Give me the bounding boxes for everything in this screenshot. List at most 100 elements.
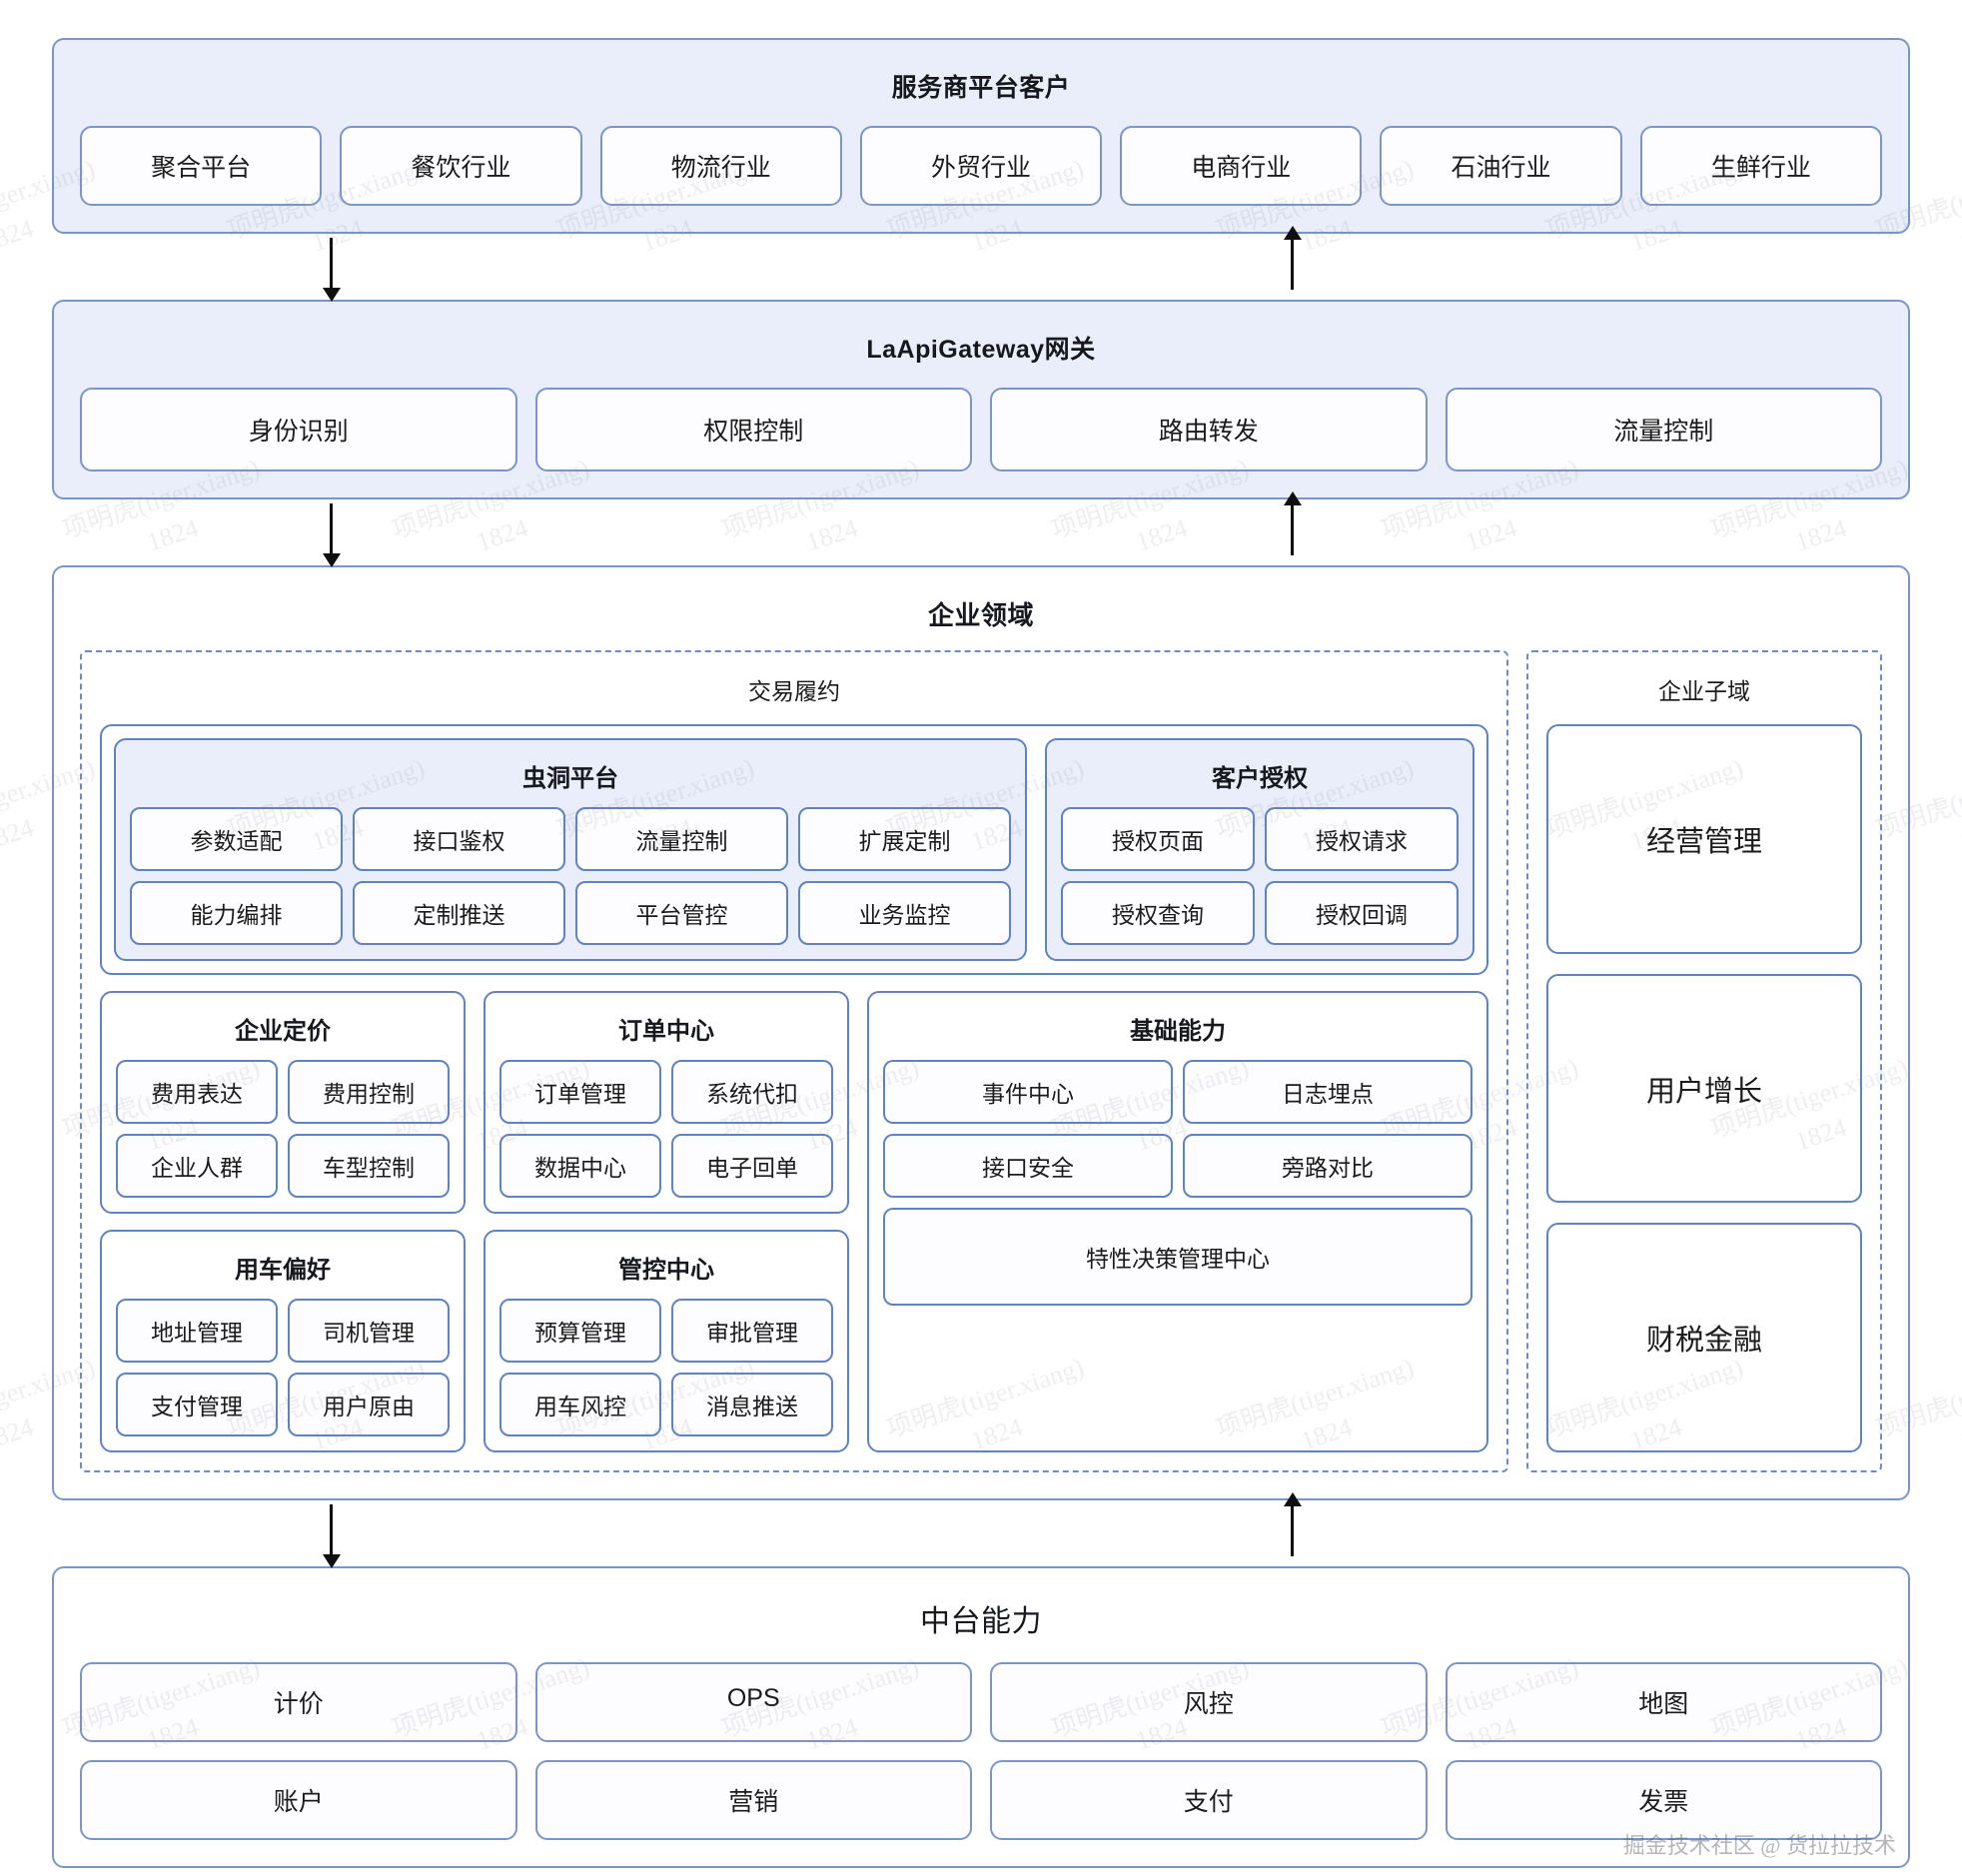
pricing-item-1[interactable]: 费用控制	[288, 1060, 450, 1124]
mid-platform-item-6[interactable]: 支付	[990, 1760, 1428, 1840]
preference-item-0[interactable]: 地址管理	[116, 1299, 278, 1363]
enterprise-domain-section: 企业领域 交易履约 虫洞平台 参数适配 接口鉴权 流量控制 扩展定制 能力编排	[52, 565, 1910, 1500]
customer-item-3[interactable]: 外贸行业	[859, 126, 1103, 206]
basic-item-2[interactable]: 接口安全	[883, 1134, 1173, 1198]
enterprise-pricing-grid: 费用表达 费用控制 企业人群 车型控制	[116, 1060, 450, 1198]
customer-auth-item-2[interactable]: 授权查询	[1061, 881, 1255, 945]
wormhole-platform-card: 虫洞平台 参数适配 接口鉴权 流量控制 扩展定制 能力编排 定制推送 平台管控 …	[114, 738, 1027, 961]
order-item-3[interactable]: 电子回单	[671, 1134, 833, 1198]
mid-platform-item-4[interactable]: 账户	[80, 1760, 517, 1840]
arrow-up-to-customers	[1291, 238, 1294, 290]
car-preference-grid: 地址管理 司机管理 支付管理 用户原由	[116, 1299, 450, 1436]
control-item-3[interactable]: 消息推送	[671, 1373, 833, 1436]
order-center-title: 订单中心	[618, 1018, 714, 1045]
arrow-down-to-midplatform	[330, 1504, 333, 1556]
connectors-customers-gateway	[52, 234, 1910, 300]
customer-item-6[interactable]: 生鲜行业	[1639, 126, 1882, 206]
basic-capability-grid: 事件中心 日志埋点 接口安全 旁路对比 特性决策管理中心	[883, 1060, 1472, 1306]
mid-platform-capability-section: 中台能力 计价 OPS 风控 地图 账户 营销 支付 发票	[52, 1566, 1910, 1868]
wormhole-item-2[interactable]: 流量控制	[575, 807, 788, 871]
sub-domain-item-1[interactable]: 用户增长	[1546, 973, 1862, 1204]
basic-item-0[interactable]: 事件中心	[883, 1060, 1173, 1124]
preference-item-3[interactable]: 用户原由	[288, 1373, 450, 1436]
sub-domain-item-2[interactable]: 财税金融	[1546, 1223, 1862, 1453]
arrow-down-to-domain	[330, 503, 333, 555]
arrow-up-to-domain-2	[1291, 1504, 1294, 1556]
wormhole-item-7[interactable]: 业务监控	[798, 881, 1011, 945]
customer-auth-item-3[interactable]: 授权回调	[1265, 881, 1459, 945]
gateway-item-0[interactable]: 身份识别	[80, 388, 517, 471]
sub-domain-list: 经营管理 用户增长 财税金融	[1546, 724, 1862, 1453]
preference-item-2[interactable]: 支付管理	[116, 1373, 278, 1436]
control-item-0[interactable]: 预算管理	[499, 1299, 661, 1363]
order-item-1[interactable]: 系统代扣	[671, 1060, 833, 1124]
wormhole-item-6[interactable]: 平台管控	[575, 881, 788, 945]
preference-item-1[interactable]: 司机管理	[288, 1299, 450, 1363]
gateway-title: LaApiGateway网关	[866, 336, 1096, 364]
api-gateway-section: LaApiGateway网关 身份识别 权限控制 路由转发 流量控制	[52, 300, 1910, 499]
mid-platform-item-2[interactable]: 风控	[990, 1662, 1428, 1742]
wormhole-platform-grid: 参数适配 接口鉴权 流量控制 扩展定制 能力编排 定制推送 平台管控 业务监控	[130, 807, 1011, 945]
customer-item-4[interactable]: 电商行业	[1120, 126, 1363, 206]
trade-fulfillment-group: 交易履约 虫洞平台 参数适配 接口鉴权 流量控制 扩展定制 能力编排 定制推送 …	[80, 650, 1508, 1472]
wormhole-item-4[interactable]: 能力编排	[130, 881, 343, 945]
gateway-item-3[interactable]: 流量控制	[1445, 388, 1882, 471]
wormhole-item-1[interactable]: 接口鉴权	[353, 807, 565, 871]
control-center-grid: 预算管理 审批管理 用车风控 消息推送	[499, 1299, 833, 1436]
customers-row: 聚合平台 餐饮行业 物流行业 外贸行业 电商行业 石油行业 生鲜行业	[80, 126, 1882, 206]
mid-platform-item-1[interactable]: OPS	[534, 1662, 972, 1742]
trade-fulfillment-title: 交易履约	[748, 678, 840, 704]
arrow-down-to-gateway	[330, 238, 333, 290]
gateway-item-1[interactable]: 权限控制	[534, 388, 972, 471]
feature-decision-center[interactable]: 特性决策管理中心	[883, 1208, 1472, 1306]
mid-platform-item-7[interactable]: 发票	[1445, 1760, 1882, 1840]
order-center-grid: 订单管理 系统代扣 数据中心 电子回单	[499, 1060, 833, 1198]
enterprise-sub-domain-group: 企业子域 经营管理 用户增长 财税金融	[1526, 650, 1882, 1472]
basic-item-3[interactable]: 旁路对比	[1183, 1134, 1472, 1198]
control-item-1[interactable]: 审批管理	[671, 1299, 833, 1363]
credit-watermark: 掘金技术社区 @ 货拉拉技术	[1622, 1833, 1896, 1858]
customer-auth-item-0[interactable]: 授权页面	[1061, 807, 1255, 871]
customer-item-5[interactable]: 石油行业	[1380, 126, 1622, 206]
mid-platform-item-0[interactable]: 计价	[80, 1662, 517, 1742]
car-preference-card: 用车偏好 地址管理 司机管理 支付管理 用户原由	[100, 1230, 466, 1452]
wormhole-item-3[interactable]: 扩展定制	[798, 807, 1011, 871]
customer-auth-title: 客户授权	[1212, 765, 1308, 792]
control-center-card: 管控中心 预算管理 审批管理 用车风控 消息推送	[484, 1230, 849, 1452]
order-item-2[interactable]: 数据中心	[499, 1134, 661, 1198]
mid-platform-item-3[interactable]: 地图	[1445, 1662, 1882, 1742]
customer-item-1[interactable]: 餐饮行业	[340, 126, 582, 206]
connectors-domain-midplatform	[52, 1500, 1910, 1566]
basic-capability-column: 基础能力 事件中心 日志埋点 接口安全 旁路对比 特性决策管理中心	[867, 991, 1488, 1452]
customer-item-2[interactable]: 物流行业	[599, 126, 842, 206]
sub-domain-title: 企业子域	[1658, 678, 1750, 704]
domain-columns: 交易履约 虫洞平台 参数适配 接口鉴权 流量控制 扩展定制 能力编排 定制推送 …	[80, 650, 1882, 1472]
service-provider-customers-section: 服务商平台客户 聚合平台 餐饮行业 物流行业 外贸行业 电商行业 石油行业 生鲜…	[52, 38, 1910, 234]
pricing-item-0[interactable]: 费用表达	[116, 1060, 278, 1124]
connectors-gateway-domain	[52, 499, 1910, 565]
wormhole-item-0[interactable]: 参数适配	[130, 807, 343, 871]
enterprise-domain-title: 企业领域	[927, 600, 1034, 630]
control-center-title: 管控中心	[618, 1257, 714, 1284]
enterprise-pricing-title: 企业定价	[235, 1018, 331, 1045]
arrow-up-to-gateway	[1291, 503, 1294, 555]
pricing-item-3[interactable]: 车型控制	[288, 1134, 450, 1198]
wormhole-item-5[interactable]: 定制推送	[353, 881, 565, 945]
control-item-2[interactable]: 用车风控	[499, 1373, 661, 1436]
pricing-item-2[interactable]: 企业人群	[116, 1134, 278, 1198]
sub-domain-item-0[interactable]: 经营管理	[1546, 724, 1862, 954]
gateway-row: 身份识别 权限控制 路由转发 流量控制	[80, 388, 1882, 471]
customer-auth-item-1[interactable]: 授权请求	[1265, 807, 1459, 871]
car-preference-title: 用车偏好	[235, 1257, 331, 1284]
customer-item-0[interactable]: 聚合平台	[80, 126, 323, 206]
gateway-item-2[interactable]: 路由转发	[990, 388, 1428, 471]
order-control-column: 订单中心 订单管理 系统代扣 数据中心 电子回单 管控中心 预算管理	[484, 991, 849, 1452]
basic-item-1[interactable]: 日志埋点	[1183, 1060, 1472, 1124]
enterprise-pricing-card: 企业定价 费用表达 费用控制 企业人群 车型控制	[100, 991, 466, 1214]
basic-capability-card: 基础能力 事件中心 日志埋点 接口安全 旁路对比 特性决策管理中心	[867, 991, 1488, 1452]
customers-title: 服务商平台客户	[891, 74, 1071, 102]
mid-platform-item-5[interactable]: 营销	[534, 1760, 972, 1840]
basic-capability-title: 基础能力	[1130, 1018, 1226, 1045]
order-item-0[interactable]: 订单管理	[499, 1060, 661, 1124]
